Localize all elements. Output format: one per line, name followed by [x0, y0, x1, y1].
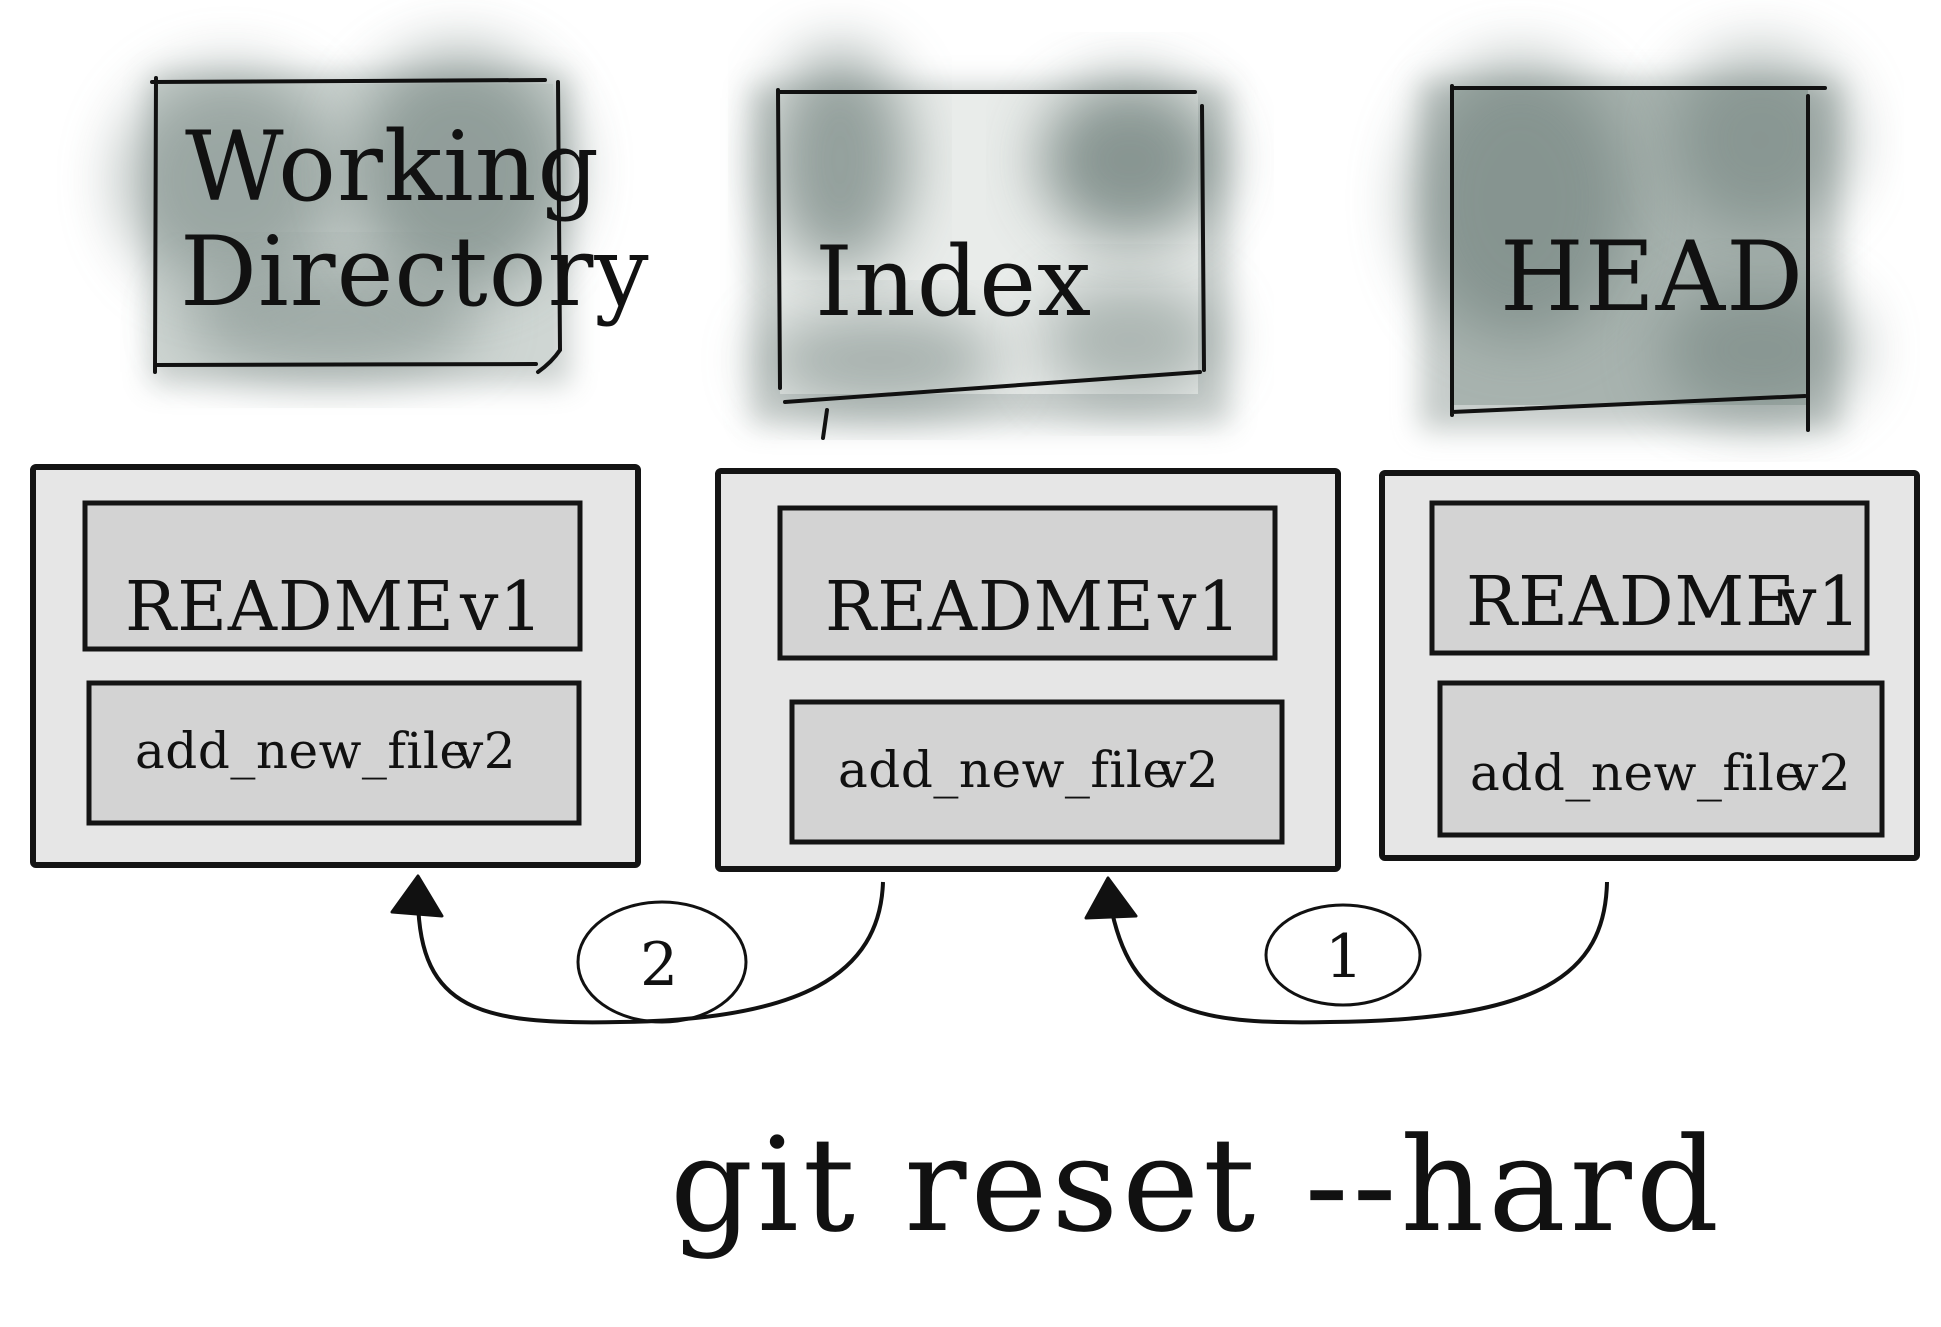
head-readme-version: v1 [1777, 563, 1862, 642]
index-title: Index [815, 226, 1092, 338]
head-title: HEAD [1500, 221, 1804, 333]
index-add-new-file-name: add_new_file [838, 741, 1173, 799]
step-1-arrow: 1 [1084, 876, 1609, 1025]
index-add-new-file-version: v2 [1157, 741, 1219, 799]
step-2-arrow: 2 [390, 874, 885, 1025]
working-directory-readme-name: README [125, 568, 455, 647]
working-directory-card: Working Directory [120, 50, 650, 385]
head-files-box: README v1 add_new_file v2 [1379, 470, 1920, 861]
working-directory-title-line2: Directory [180, 216, 650, 328]
head-add-new-file-name: add_new_file [1470, 744, 1805, 802]
step-1-number: 1 [1325, 922, 1363, 992]
git-reset-command: git reset --hard [670, 1109, 1723, 1261]
step-2-circle [576, 900, 748, 1024]
working-directory-add-new-file-name: add_new_file [135, 722, 470, 780]
index-files-box: README v1 add_new_file v2 [715, 468, 1341, 872]
working-directory-add-new-file-version: v2 [454, 722, 516, 780]
index-readme-version: v1 [1157, 568, 1242, 647]
head-readme-name: README [1466, 563, 1796, 642]
working-directory-files-box: README v1 add_new_file v2 [30, 464, 641, 868]
index-readme-name: README [825, 568, 1155, 647]
head-card: HEAD [1410, 50, 1860, 432]
step-1-circle [1264, 903, 1422, 1007]
working-directory-title-line1: Working [185, 111, 600, 223]
head-add-new-file-version: v2 [1789, 744, 1851, 802]
working-directory-readme-version: v1 [459, 568, 544, 647]
step-2-number: 2 [640, 930, 678, 1000]
index-card: Index [750, 50, 1230, 440]
